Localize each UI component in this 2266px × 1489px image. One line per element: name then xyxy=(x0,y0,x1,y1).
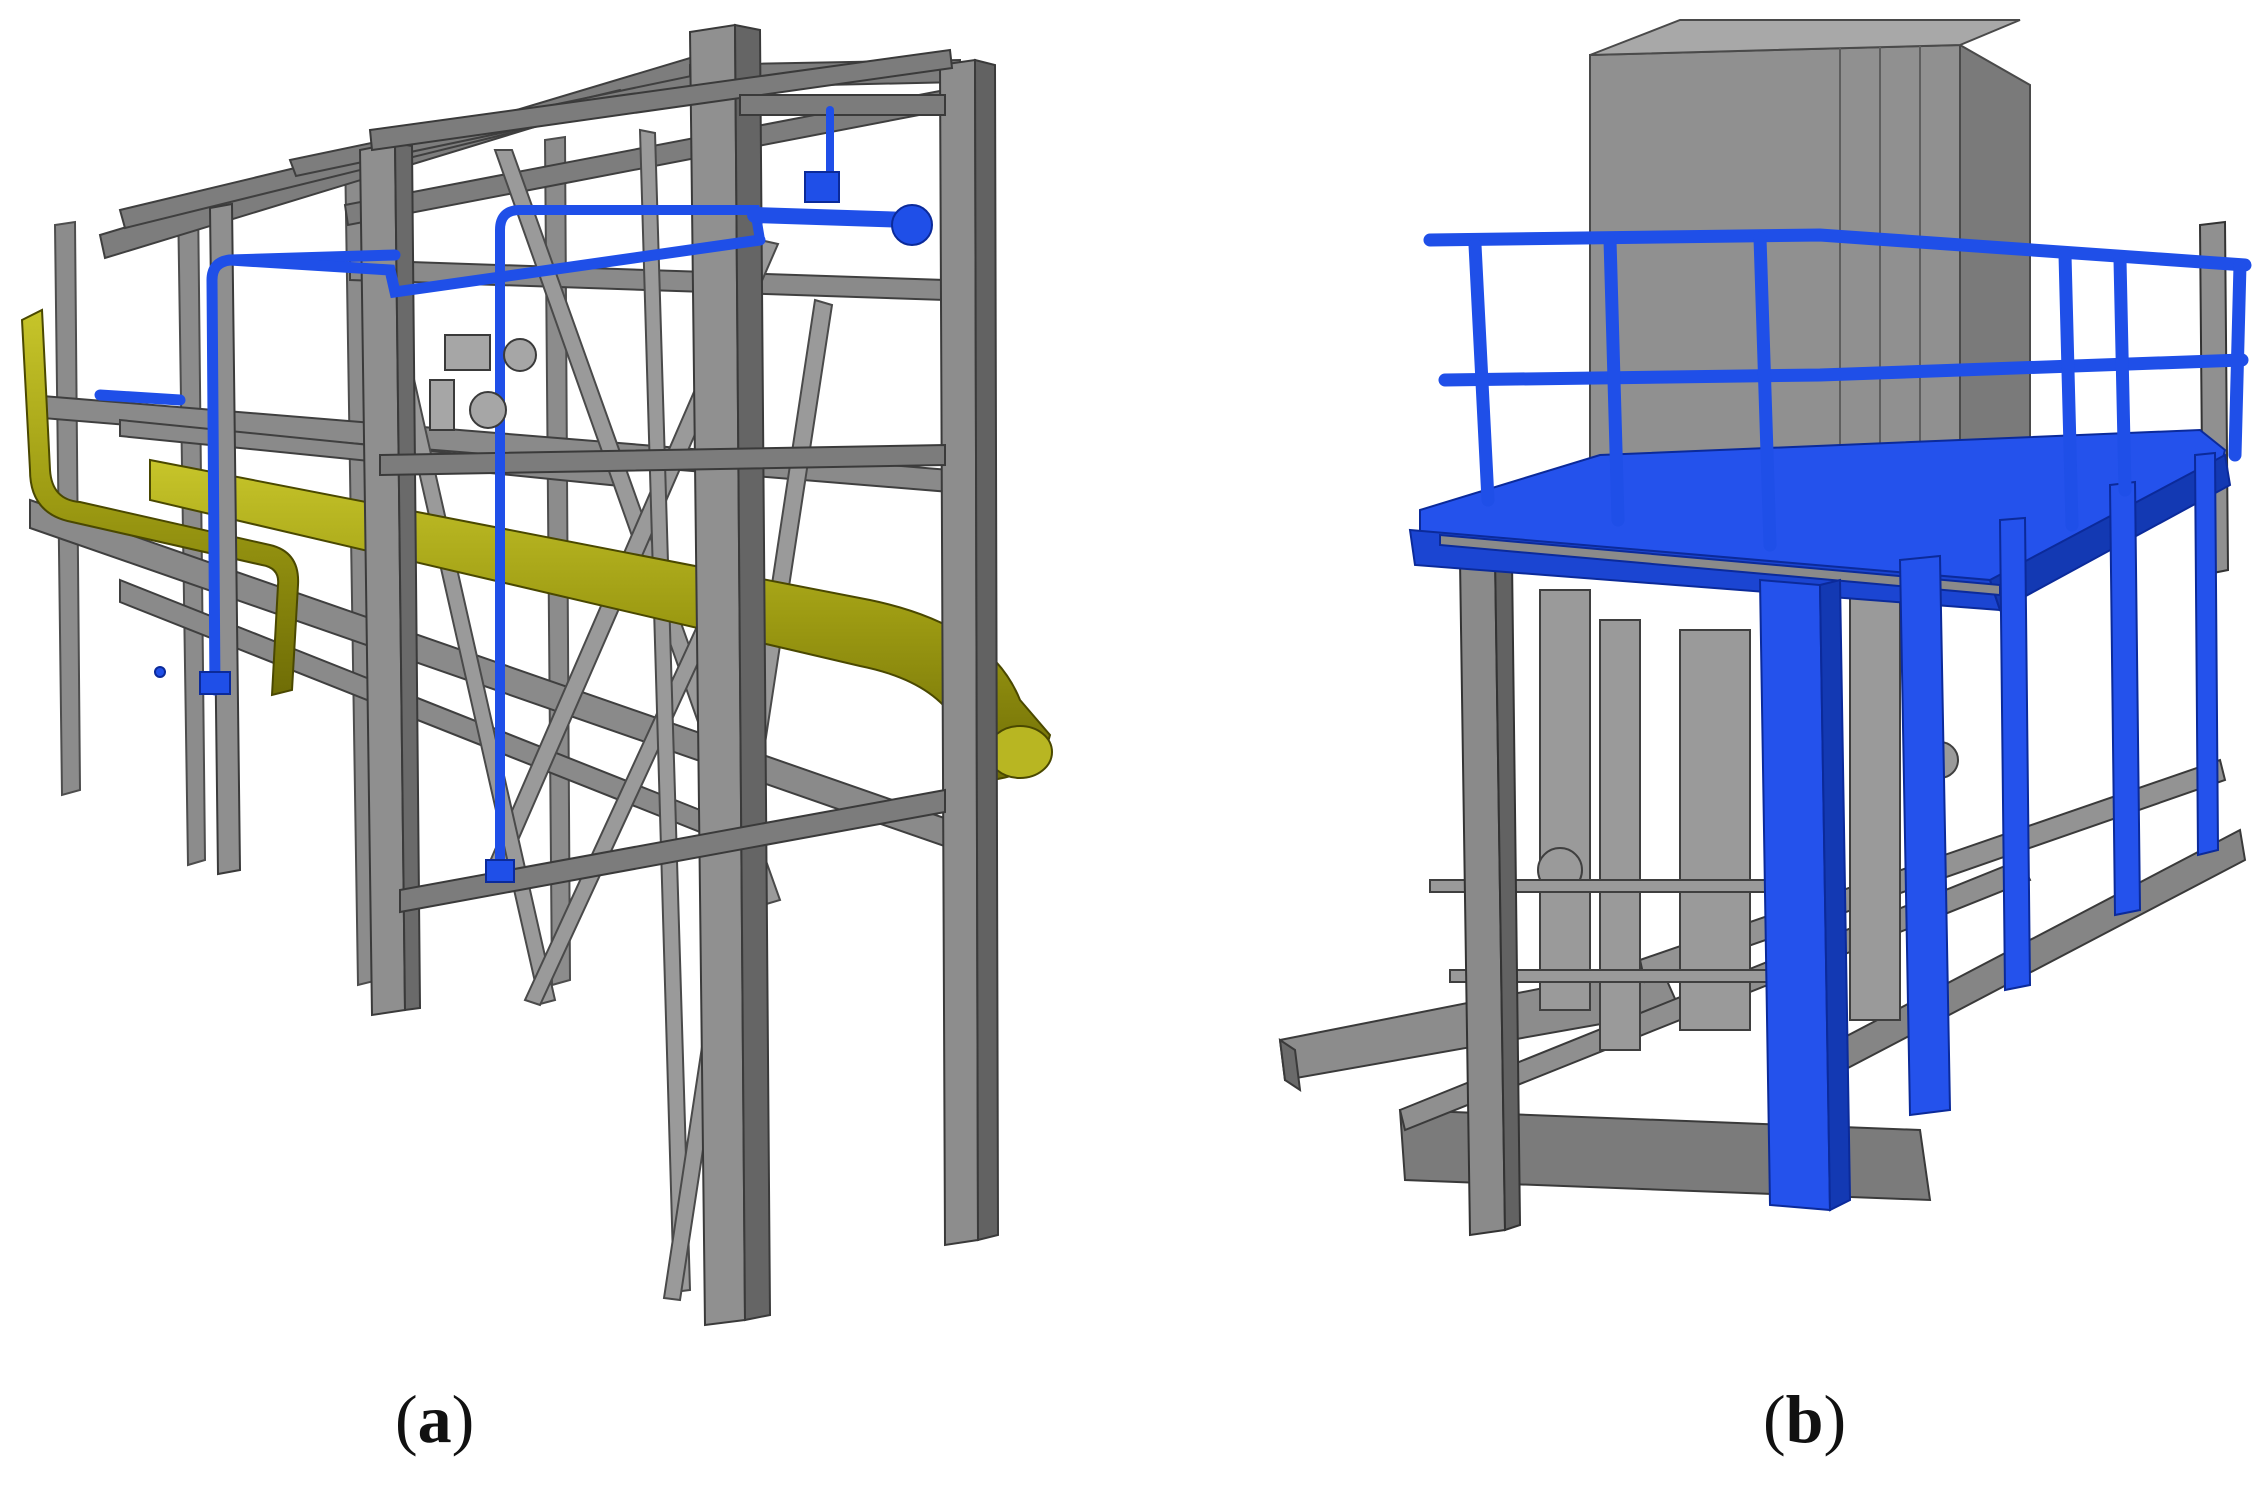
blue-handrail xyxy=(1423,228,2252,552)
caption-a-close: ) xyxy=(451,1381,475,1457)
caption-b-close: ) xyxy=(1823,1381,1847,1457)
caption-b-open: ( xyxy=(1763,1381,1786,1457)
panel-b-skid-platform-model: (b) xyxy=(1120,0,2266,1453)
caption-a: (a) xyxy=(395,1385,474,1453)
caption-a-letter: a xyxy=(417,1381,452,1457)
yellow-pipe xyxy=(20,308,1053,782)
instruments xyxy=(429,334,537,431)
pipe-rack-illustration xyxy=(20,23,1053,1327)
skid-platform-illustration xyxy=(1278,19,2252,1237)
caption-b: (b) xyxy=(1763,1385,1846,1453)
blue-columns xyxy=(1758,451,2220,1212)
front-struts xyxy=(368,48,954,914)
front-columns xyxy=(208,23,1000,1327)
caption-b-letter: b xyxy=(1785,1381,1824,1457)
blue-pipes xyxy=(94,106,918,880)
caption-a-open: ( xyxy=(395,1381,418,1457)
blue-fittings xyxy=(154,171,933,883)
blue-platform xyxy=(1408,428,2232,612)
panel-a-pipe-rack-model: (a) xyxy=(0,0,1120,1453)
